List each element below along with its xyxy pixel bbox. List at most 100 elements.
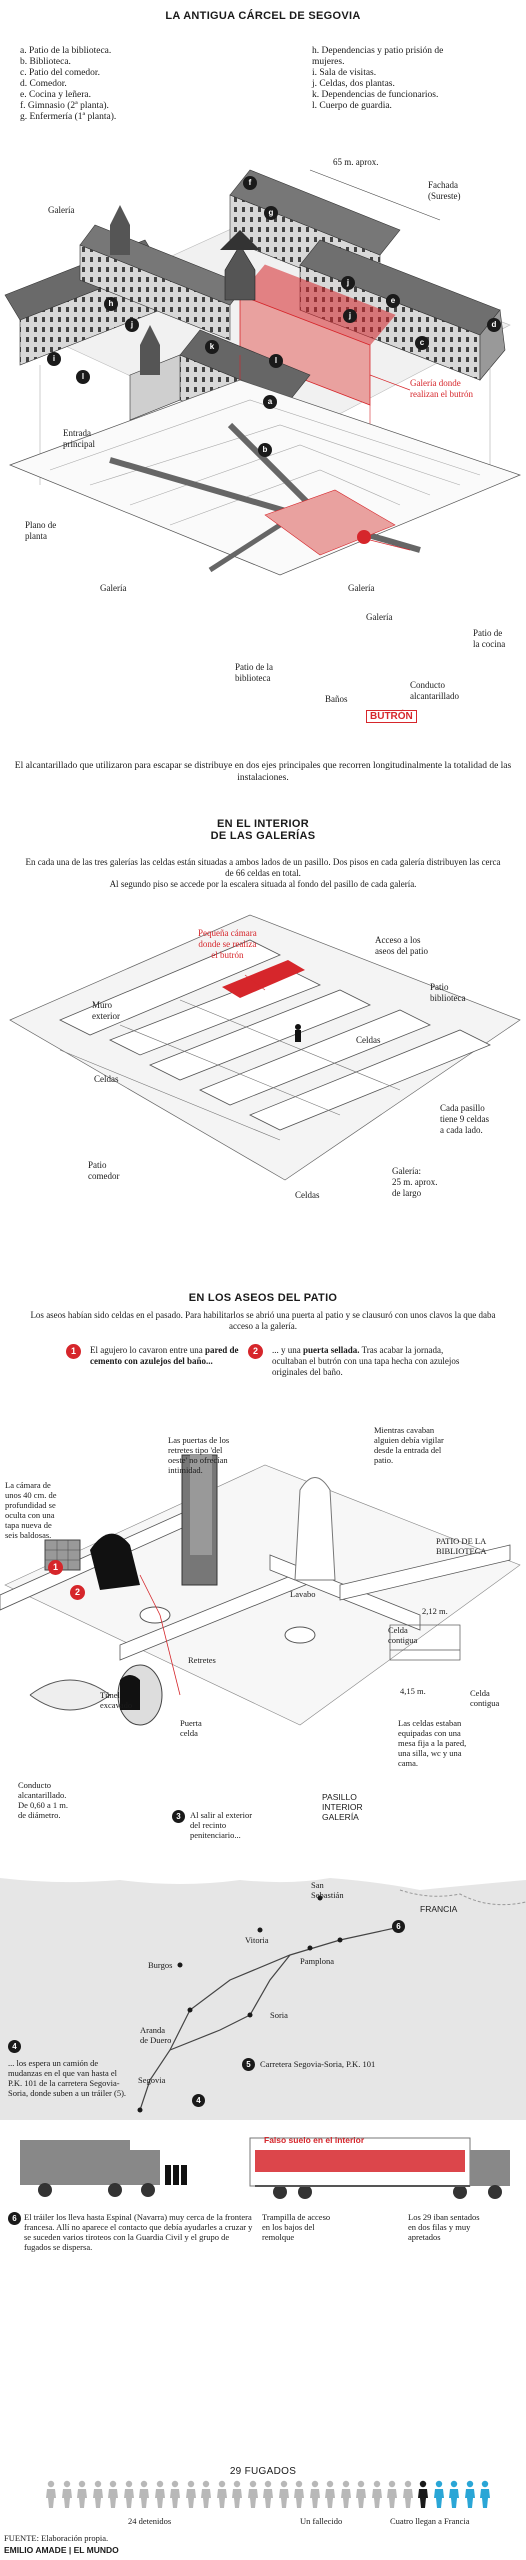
step5-text: Carretera Segovia-Soria, P.K. 101 [260, 2059, 376, 2069]
fugado-figure [278, 2480, 289, 2508]
fugados-pictogram [45, 2480, 505, 2510]
label-detenidos: 24 detenidos [128, 2516, 172, 2526]
city-segovia: Segovia [138, 2075, 166, 2085]
label-212: 2,12 m. [422, 1606, 448, 1616]
country-francia: FRANCIA [420, 1904, 458, 1914]
fugado-figure [170, 2480, 180, 2508]
map-marker-5: 5 [242, 2058, 255, 2071]
label-butron: BUTRÓN [366, 710, 417, 723]
label-banos: Baños [325, 694, 348, 704]
footer-autor: EMILIO AMADE | EL MUNDO [4, 2545, 119, 2555]
fugado-figure [418, 2480, 428, 2508]
step2-text: ... y una puerta sellada. Tras acabar la… [272, 1345, 460, 1377]
fugado-figure [371, 2480, 382, 2508]
marker-d: d [487, 318, 501, 332]
legend-item: a. Patio de la biblioteca. [20, 46, 112, 56]
city-vitoria: Vitoria [245, 1935, 269, 1945]
legend-item: l. Cuerpo de guardia. [312, 101, 392, 111]
marker-j: j [341, 276, 355, 290]
city-soria: Soria [270, 2010, 288, 2020]
label-camara-tapa: La cámara de unos 40 cm. de profundidad … [5, 1480, 57, 1540]
step1-text: El agujero lo cavaron entre una pared de… [90, 1345, 239, 1366]
label-conducto-diametro: Conducto alcantarillado. De 0,60 a 1 m. … [18, 1780, 69, 1820]
label-celdas-3: Celdas [295, 1190, 320, 1200]
label-patio-comedor: Patio comedor [88, 1160, 120, 1181]
fugado-figure [92, 2480, 103, 2508]
label-retretes: Retretes [188, 1655, 216, 1665]
section3-title: EN LOS ASEOS DEL PATIO [188, 1292, 338, 1304]
fugado-figure [77, 2480, 87, 2508]
fugado-figure [123, 2480, 134, 2508]
city-pamplona: Pamplona [300, 1956, 334, 1966]
marker-b: b [258, 443, 272, 457]
step1-marker: 1 [66, 1344, 81, 1359]
marker-f: f [243, 176, 257, 190]
marker-g: g [264, 206, 278, 220]
label-galeria-plan-c: Galería [366, 612, 393, 622]
section3-intro: Los aseos habían sido celdas en el pasad… [30, 1310, 496, 1331]
fugado-figure [232, 2480, 242, 2508]
marker-i: i [47, 352, 61, 366]
section2-intro: En cada una de las tres galerías las cel… [25, 857, 501, 889]
fugado-figure [139, 2480, 149, 2508]
toilets-illustration [0, 1454, 521, 1726]
section2-title: EN EL INTERIOR DE LAS GALERÍAS [210, 818, 316, 842]
label-patio-biblio: Patio biblioteca [430, 982, 466, 1003]
label-cada-pasillo: Cada pasillo tiene 9 celdas a cada lado. [440, 1103, 489, 1135]
legend-item: d. Comedor. [20, 79, 67, 89]
fugado-figure [201, 2480, 211, 2508]
step3-marker: 3 [172, 1810, 185, 1823]
label-tunel: Túnel excavado [100, 1690, 133, 1710]
label-puerta-celda: Puerta celda [180, 1718, 202, 1738]
label-fallecido: Un fallecido [300, 2516, 343, 2526]
marker-j2: j [125, 318, 139, 332]
fugado-figure [464, 2480, 475, 2508]
marker-k: k [205, 340, 219, 354]
label-patio-biblioteca: Patio de la biblioteca [235, 662, 273, 683]
legend-right: h. Dependencias y patio prisión de mujer… [312, 46, 512, 112]
legend-item: f. Gimnasio (2ª planta). [20, 101, 109, 111]
fugado-figure [154, 2480, 165, 2508]
fugado-figure [480, 2480, 490, 2508]
legend-item: e. Cocina y leñera. [20, 90, 91, 100]
fugado-figure [449, 2480, 459, 2508]
marker-e: e [386, 294, 400, 308]
prison-illustration [4, 169, 521, 576]
label-celdas-equipadas: Las celdas estaban equipadas con una mes… [398, 1718, 467, 1768]
legend-item: i. Sala de visitas. [312, 68, 377, 78]
fugado-figure [325, 2480, 335, 2508]
label-galeria-plan-b: Galería [348, 583, 375, 593]
marker-c: c [415, 336, 429, 350]
label-celdas-2: Celdas [94, 1074, 119, 1084]
gallery-illustration [9, 914, 521, 1181]
label-pasillo-interior: PASILLO INTERIOR GALERÍA [322, 1792, 363, 1822]
fugado-figure [247, 2480, 258, 2508]
label-falso-suelo: Falso suelo en el interior [264, 2135, 365, 2145]
fugado-figure [387, 2480, 397, 2508]
step6-text: El tráiler los lleva hasta Espinal (Nava… [24, 2212, 253, 2252]
trucks-illustration [20, 2137, 510, 2199]
legend-item: b. Biblioteca. [20, 57, 71, 67]
label-29-sentados: Los 29 iban sentados en dos filas y muy … [408, 2212, 480, 2242]
fugado-figure [46, 2480, 56, 2508]
legend-item: c. Patio del comedor. [20, 68, 100, 78]
legend-item: k. Dependencias de funcionarios. [312, 90, 439, 100]
city-san-sebastian: San Sebastián [311, 1880, 344, 1900]
label-patio-biblioteca: PATIO DE LA BIBLIOTECA [436, 1536, 487, 1556]
marker-l: l [76, 370, 90, 384]
section1-title: LA ANTIGUA CÁRCEL DE SEGOVIA [165, 10, 361, 22]
legend-item: g. Enfermería (1ª planta). [20, 112, 117, 122]
label-acceso: Acceso a los aseos del patio [375, 935, 428, 956]
fugado-figure [294, 2480, 304, 2508]
label-plano: Plano de planta [25, 520, 57, 541]
step6-marker: 6 [8, 2212, 21, 2225]
label-conducto: Conducto alcantarillado [410, 680, 459, 701]
fugado-figure [356, 2480, 366, 2508]
label-muro: Muro exterior [92, 1000, 120, 1021]
marker-j3: j [343, 309, 357, 323]
map-marker-4b: 4 [192, 2094, 205, 2107]
step4-text: ... los espera un camión de mudanzas en … [8, 2058, 133, 2098]
label-trampilla: Trampilla de acceso en los bajos del rem… [262, 2212, 331, 2242]
fugado-figure [61, 2480, 72, 2508]
fugado-figure [216, 2480, 227, 2508]
